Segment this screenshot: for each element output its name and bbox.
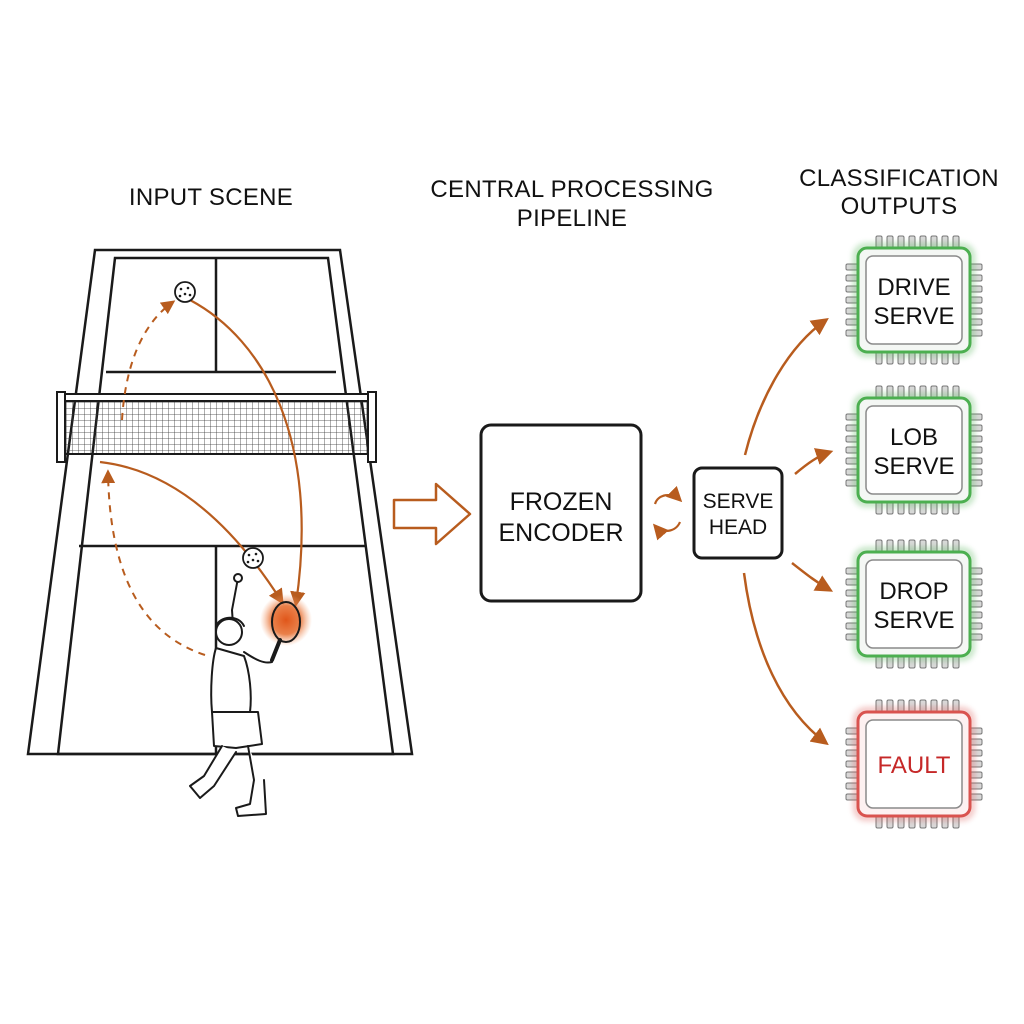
arrow-to-drive — [743, 318, 829, 456]
chip-glow — [853, 393, 975, 507]
frozen-encoder-box — [479, 423, 643, 603]
pickleball-icon — [242, 547, 264, 569]
chip-glow — [853, 547, 975, 661]
court-outline — [26, 248, 414, 756]
input-scene-heading: INPUT SCENE — [129, 184, 293, 211]
chip-label-line1: LOB — [890, 424, 938, 451]
pickleball-icon — [174, 281, 196, 303]
output-arrows — [742, 318, 834, 746]
chip-die — [865, 559, 963, 649]
serving-player-figure — [189, 573, 273, 817]
chip-label-line1: DRIVE — [877, 274, 950, 301]
output-chip-fault: FAULT — [845, 699, 983, 829]
chip-label-line2: SERVE — [874, 453, 955, 480]
paddle-contact-glow — [260, 594, 312, 646]
paddle-icon — [270, 601, 301, 662]
chip-die — [865, 405, 963, 495]
chip-glow — [853, 707, 975, 821]
net-tape — [63, 393, 371, 402]
serve-head-box — [692, 466, 784, 560]
serve-head-label-line1: SERVE — [703, 490, 774, 513]
recurrent-arrows-icon — [652, 485, 683, 541]
net-post-left — [56, 391, 66, 463]
encoder-label-line1: FROZEN — [510, 488, 613, 516]
serve-head-label-line2: HEAD — [709, 516, 767, 539]
chip-label-line2: SERVE — [874, 303, 955, 330]
input-arrow-icon — [392, 482, 472, 546]
net — [56, 391, 377, 463]
outputs-heading-line1: CLASSIFICATION — [799, 165, 999, 192]
outputs-heading-line2: OUTPUTS — [841, 193, 958, 220]
arrow-to-fault — [742, 572, 829, 746]
pipeline-heading-line1: CENTRAL PROCESSING — [430, 176, 713, 203]
trajectory-incoming — [99, 460, 284, 605]
encoder-label-line2: ENCODER — [498, 519, 623, 547]
arrow-to-lob — [794, 448, 834, 475]
chip-die — [865, 255, 963, 345]
pipeline-heading-line2: PIPELINE — [517, 205, 627, 232]
chip-die — [865, 719, 963, 809]
net-post-right — [367, 391, 377, 463]
net-mesh — [63, 395, 371, 455]
trajectory-serve-arc — [189, 299, 306, 608]
court-sideline-inner — [56, 256, 395, 756]
arrow-to-drop — [791, 562, 834, 592]
chip-label-line1: FAULT — [878, 752, 951, 779]
ball-trajectories — [99, 299, 306, 656]
chip-label-line1: DROP — [879, 578, 948, 605]
chip-glow — [853, 243, 975, 357]
trajectory-dashed-return — [101, 469, 206, 656]
chip-label-line2: SERVE — [874, 607, 955, 634]
trajectory-dashed-up — [121, 300, 176, 421]
